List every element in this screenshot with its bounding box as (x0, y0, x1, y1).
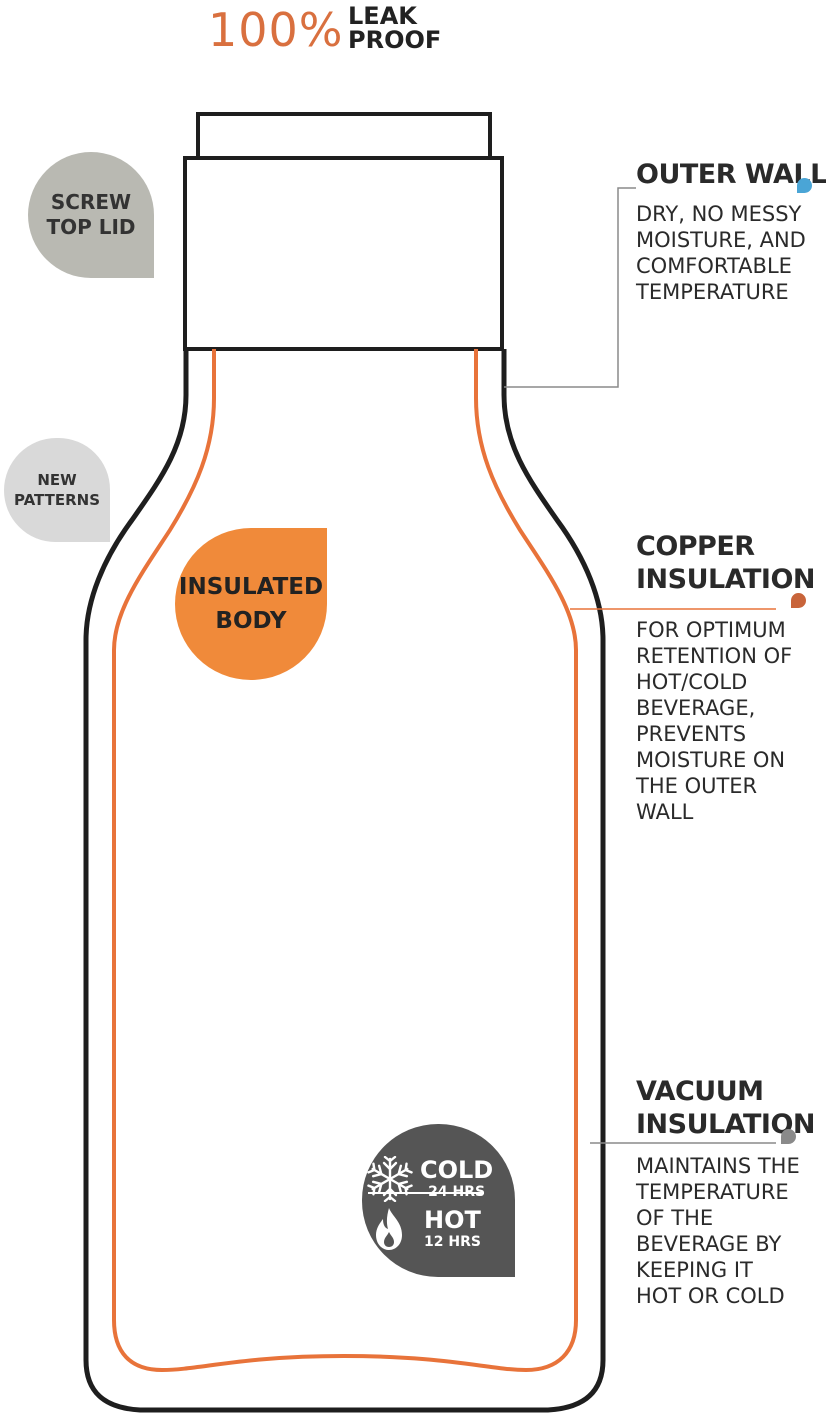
copper-desc-line: PREVENTS (636, 722, 747, 746)
vacuum-desc-line: TEMPERATURE (636, 1180, 789, 1204)
copper-desc-line: FOR OPTIMUM (636, 618, 786, 642)
insulated-body-line2: BODY (215, 608, 287, 634)
outer-wall-desc-line: TEMPERATURE (636, 280, 789, 304)
bottle-cap-top (196, 112, 492, 160)
copper-insulation-description: FOR OPTIMUM RETENTION OF HOT/COLD BEVERA… (636, 617, 792, 825)
snowflake-icon (366, 1156, 414, 1202)
screw-top-lid-badge: SCREW TOP LID (28, 152, 154, 278)
screw-top-lid-line2: TOP LID (46, 215, 136, 239)
copper-title-line1: COPPER (636, 531, 755, 562)
cold-label: COLD (420, 1156, 494, 1184)
temperature-badge: COLD 24 HRS HOT 12 HRS (362, 1124, 515, 1277)
vacuum-desc-line: OF THE (636, 1206, 714, 1230)
vacuum-desc-line: MAINTAINS THE (636, 1154, 800, 1178)
outer-wall-desc-line: DRY, NO MESSY (636, 202, 802, 226)
leak-proof-label: LEAK PROOF (348, 4, 448, 52)
flame-icon (376, 1208, 402, 1250)
cold-row: COLD 24 HRS (366, 1156, 519, 1202)
new-patterns-line1: NEW (37, 471, 77, 489)
outer-wall-desc-line: MOISTURE, AND (636, 228, 806, 252)
new-patterns-line2: PATTERNS (13, 491, 101, 509)
copper-desc-line: RETENTION OF (636, 644, 793, 668)
vacuum-insulation-description: MAINTAINS THE TEMPERATURE OF THE BEVERAG… (636, 1153, 800, 1309)
copper-title-line2: INSULATION (636, 564, 816, 595)
vacuum-insulation-dot (781, 1129, 796, 1144)
vacuum-desc-line: HOT OR COLD (636, 1284, 785, 1308)
vacuum-desc-line: KEEPING IT (636, 1258, 753, 1282)
hot-row: HOT 12 HRS (370, 1206, 523, 1252)
hot-label: HOT (424, 1206, 481, 1234)
copper-desc-line: MOISTURE ON (636, 748, 786, 772)
insulated-body-badge: INSULATED BODY (175, 528, 327, 680)
vacuum-title-line1: VACUUM (636, 1076, 764, 1107)
copper-desc-line: THE OUTER (636, 774, 758, 798)
screw-top-lid-line1: SCREW (50, 190, 132, 214)
proof-text: PROOF (348, 26, 442, 54)
copper-inner-wall (112, 349, 578, 1373)
copper-desc-line: WALL (636, 800, 694, 824)
outer-wall-leader-line (504, 187, 636, 388)
leak-text: LEAK (348, 2, 417, 30)
copper-insulation-title: COPPER INSULATION (636, 530, 816, 596)
leak-proof-percent: 100% (208, 3, 344, 57)
new-patterns-badge: NEW PATTERNS (4, 438, 110, 542)
bottle-outer-wall (83, 349, 606, 1413)
copper-insulation-dot (791, 593, 806, 608)
bottle-lid (183, 156, 504, 351)
cold-text-group: COLD 24 HRS (420, 1157, 493, 1201)
hot-hours: 12 HRS (424, 1234, 481, 1250)
vacuum-desc-line: BEVERAGE BY (636, 1232, 782, 1256)
insulated-body-line1: INSULATED (178, 574, 324, 600)
hot-text-group: HOT 12 HRS (424, 1207, 481, 1251)
copper-desc-line: HOT/COLD (636, 670, 748, 694)
copper-desc-line: BEVERAGE, (636, 696, 756, 720)
temperature-divider (368, 1192, 484, 1194)
outer-wall-description: DRY, NO MESSY MOISTURE, AND COMFORTABLE … (636, 201, 806, 305)
outer-wall-desc-line: COMFORTABLE (636, 254, 792, 278)
vacuum-insulation-title: VACUUM INSULATION (636, 1075, 816, 1141)
outer-wall-title: OUTER WALL (636, 159, 826, 190)
outer-wall-dot (797, 178, 812, 193)
